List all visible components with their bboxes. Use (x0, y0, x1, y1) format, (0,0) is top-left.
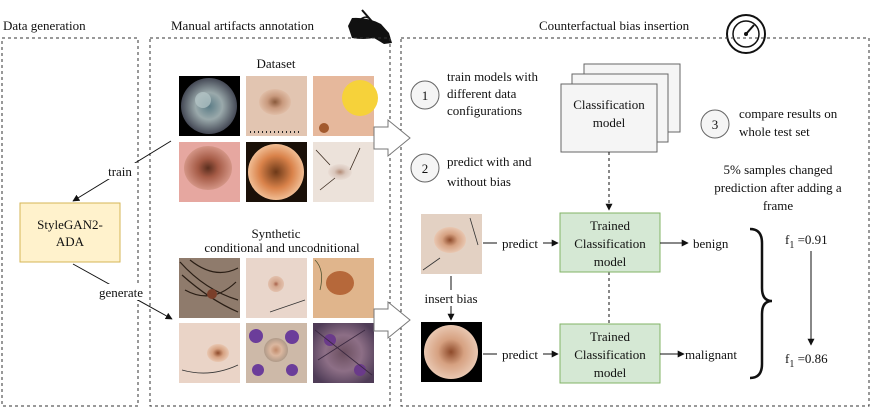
dataset-image (246, 76, 307, 136)
step-1-text-line1: train models with (447, 69, 538, 84)
biased-test-image (421, 322, 482, 382)
step-3-number: 3 (712, 117, 719, 132)
score-top: f1 =0.91 (785, 232, 828, 251)
step-2-number: 2 (422, 161, 429, 176)
trained-model-bottom-line2: Classification (574, 347, 646, 362)
trained-model-bottom: Trained Classification model (559, 323, 661, 384)
dataset-image (313, 76, 378, 136)
train-label: train (108, 164, 132, 179)
output-malignant: malignant (685, 347, 737, 362)
step-3: 3 compare results on whole test set (700, 106, 838, 139)
trained-model-top: Trained Classification model (559, 212, 661, 273)
hand-writing-icon (348, 9, 392, 44)
generate-label: generate (99, 285, 143, 300)
output-benign: benign (693, 236, 729, 251)
step-1-text-line3: configurations (447, 103, 522, 118)
hollow-arrow-bottom (373, 300, 411, 340)
trained-model-bottom-line1: Trained (590, 329, 630, 344)
result-note-line3: frame (763, 198, 794, 213)
insert-bias-label: insert bias (424, 291, 477, 306)
synthetic-title-line1: Synthetic (251, 226, 300, 241)
hollow-arrow-top (373, 118, 411, 158)
section-title-data-generation: Data generation (3, 18, 86, 33)
section-title-manual-annotation: Manual artifacts annotation (171, 18, 314, 33)
synthetic-image (313, 258, 374, 318)
bias-insertion-panel (400, 37, 870, 407)
dataset-image (313, 142, 374, 202)
step-1-number: 1 (422, 88, 429, 103)
result-note-line1: 5% samples changed (723, 162, 833, 177)
trained-model-top-line2: Classification (574, 236, 646, 251)
data-generation-panel (1, 37, 139, 407)
step-1: 1 train models with different data confi… (410, 69, 538, 118)
gauge-icon (726, 14, 766, 54)
dataset-title: Dataset (257, 56, 296, 71)
curly-brace (749, 227, 773, 380)
trained-model-top-line3: model (594, 254, 627, 269)
step-2: 2 predict with and without bias (410, 153, 532, 189)
predict-label-bottom: predict (502, 347, 538, 362)
step-2-text-line2: without bias (447, 174, 511, 189)
trained-model-top-line1: Trained (590, 218, 630, 233)
predict-label-top: predict (502, 236, 538, 251)
step-1-text-line2: different data (447, 86, 517, 101)
dataset-image (179, 76, 240, 136)
stylegan-label-line2: ADA (56, 234, 85, 249)
classification-model-line2: model (593, 115, 626, 130)
step-2-text-line1: predict with and (447, 154, 532, 169)
step-3-text-line1: compare results on (739, 106, 838, 121)
synthetic-image (313, 323, 374, 383)
trained-model-bottom-line3: model (594, 365, 627, 380)
dataset-image (179, 142, 240, 202)
step-3-text-line2: whole test set (739, 124, 810, 139)
classification-model-stack: Classification model (560, 63, 681, 153)
synthetic-title-line2: conditional and uncodnitional (204, 240, 360, 255)
section-title-bias-insertion: Counterfactual bias insertion (539, 18, 690, 33)
stylegan-label-line1: StyleGAN2- (37, 217, 103, 232)
classification-model-line1: Classification (573, 97, 645, 112)
stylegan-box: StyleGAN2- ADA (19, 202, 121, 263)
test-image (421, 214, 482, 274)
synthetic-image (179, 323, 240, 383)
synthetic-image (246, 323, 307, 383)
synthetic-image (179, 258, 240, 318)
synthetic-image (246, 258, 307, 318)
annotation-panel (149, 37, 391, 407)
score-bottom: f1 =0.86 (785, 351, 828, 370)
dataset-image (246, 142, 307, 202)
result-note-line2: prediction after adding a (714, 180, 842, 195)
